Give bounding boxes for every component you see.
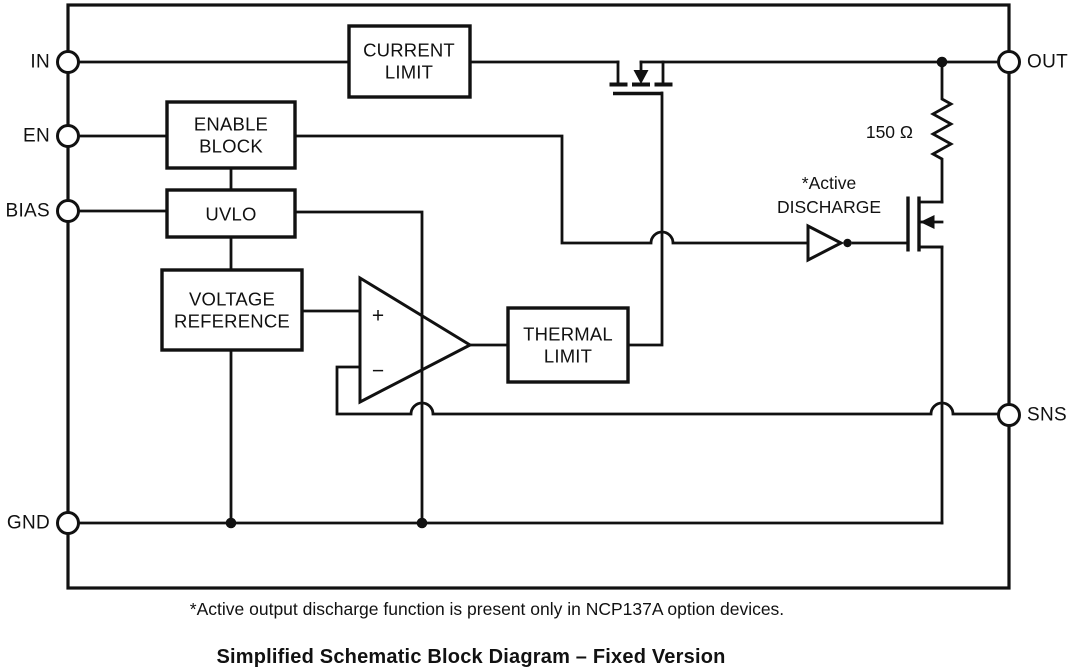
pin-circle	[56, 511, 80, 535]
pin-circle	[997, 50, 1021, 74]
enable-block-label-2: BLOCK	[199, 136, 263, 157]
pass-mosfet-icon	[609, 60, 673, 96]
pin-label-in: IN	[30, 52, 50, 73]
voltage-reference-label-2: REFERENCE	[174, 311, 290, 332]
pin-en: EN	[23, 124, 80, 148]
wire-enable-to-inverter	[293, 134, 810, 245]
opamp-icon: + −	[358, 275, 474, 405]
pin-label-sns: SNS	[1027, 405, 1067, 426]
uvlo-block: UVLO	[165, 188, 297, 239]
inverter-bubble	[843, 238, 852, 248]
pin-label-en: EN	[23, 126, 50, 147]
junction-dot	[416, 517, 428, 529]
pin-out: OUT	[997, 50, 1068, 74]
footnote: *Active output discharge function is pre…	[190, 599, 784, 619]
opamp-triangle	[358, 275, 474, 405]
wire-feedback-sns	[335, 365, 1011, 416]
uvlo-label: UVLO	[205, 204, 256, 225]
pin-label-bias: BIAS	[6, 201, 51, 222]
current-limit-label-1: CURRENT	[363, 40, 455, 61]
current-limit-box	[347, 24, 472, 99]
resistor-value-label: 150 Ω	[866, 122, 913, 142]
junction-dot	[225, 517, 237, 529]
thermal-limit-label-2: LIMIT	[544, 346, 592, 367]
pin-circle	[56, 199, 80, 223]
active-discharge-label-1: *Active	[802, 173, 856, 193]
pin-in: IN	[30, 50, 80, 74]
pin-sns: SNS	[997, 403, 1067, 427]
ic-boundary	[66, 3, 1011, 590]
resistor-icon: 150 Ω	[866, 60, 954, 204]
active-discharge-label-2: DISCHARGE	[777, 197, 881, 217]
pin-gnd: GND	[7, 511, 80, 535]
enable-block-label-1: ENABLE	[194, 114, 268, 135]
resistor-zigzag	[930, 60, 954, 204]
current-limit-label-2: LIMIT	[385, 62, 433, 83]
inverter-icon	[806, 223, 852, 263]
thermal-limit-box	[506, 306, 630, 384]
discharge-mosfet-icon	[906, 196, 944, 252]
uvlo-box	[165, 188, 297, 239]
voltage-reference-label-1: VOLTAGE	[189, 289, 275, 310]
wire-thermal-to-pass-gate	[626, 91, 664, 347]
caption: Simplified Schematic Block Diagram – Fix…	[216, 646, 725, 668]
pin-circle	[56, 124, 80, 148]
voltage-reference-box	[160, 268, 304, 352]
opamp-minus-sign: −	[372, 360, 384, 383]
voltage-reference-block: VOLTAGE REFERENCE	[160, 268, 304, 352]
opamp-plus-sign: +	[372, 305, 384, 328]
discharge-fet-bulk-arrow	[920, 215, 935, 229]
thermal-limit-label-1: THERMAL	[523, 324, 613, 345]
pin-label-gnd: GND	[7, 513, 50, 534]
wire-discharge-source-to-gnd	[917, 245, 944, 525]
pass-fet-bulk-arrow	[633, 70, 649, 84]
current-limit-block: CURRENT LIMIT	[347, 24, 472, 99]
pin-circle	[56, 50, 80, 74]
enable-block-box	[165, 100, 297, 170]
pin-label-out: OUT	[1027, 52, 1068, 73]
inverter-triangle	[806, 223, 845, 263]
enable-block: ENABLE BLOCK	[165, 100, 297, 170]
pin-bias: BIAS	[6, 199, 80, 223]
junction-dot	[936, 56, 948, 68]
thermal-limit-block: THERMAL LIMIT	[506, 306, 630, 384]
wire-uvlo-down	[293, 210, 424, 525]
pin-circle	[997, 403, 1021, 427]
